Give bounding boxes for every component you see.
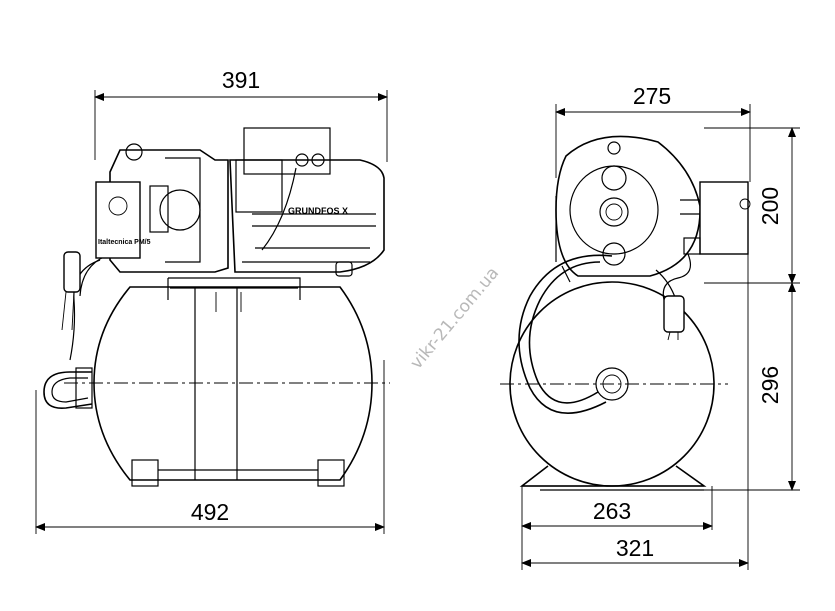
dimension-492: 492 xyxy=(35,360,385,534)
side-view: 275 200 296 263 321 xyxy=(500,83,800,570)
dimension-321: 321 xyxy=(521,184,749,570)
front-view: 391 492 xyxy=(35,67,390,534)
front-motor: GRUNDFOS X xyxy=(229,127,385,277)
dim-200-text: 200 xyxy=(757,187,783,225)
dim-492-text: 492 xyxy=(191,499,229,525)
dim-321-text: 321 xyxy=(616,535,654,561)
dimension-200: 200 xyxy=(704,127,800,284)
side-tank xyxy=(500,281,728,491)
front-pump-head: Italtecnica PM/5 xyxy=(95,143,229,273)
side-plug xyxy=(655,269,685,341)
side-pump-head xyxy=(555,135,701,283)
dim-391-text: 391 xyxy=(222,67,260,93)
dim-296-text: 296 xyxy=(757,366,783,404)
dimension-263: 263 xyxy=(521,486,713,530)
side-switch-box xyxy=(662,181,751,301)
dim-275-text: 275 xyxy=(633,83,671,109)
dimension-391: 391 xyxy=(94,67,388,162)
front-inlet-elbow xyxy=(43,367,93,409)
dim-263-text: 263 xyxy=(593,498,631,524)
brand-label: GRUNDFOS X xyxy=(288,206,348,216)
switch-box-label: Italtecnica PM/5 xyxy=(98,239,151,246)
watermark: vikr-21.com.ua xyxy=(407,263,504,373)
side-hose xyxy=(518,254,613,414)
dimension-275: 275 xyxy=(555,83,751,182)
front-tank xyxy=(64,277,390,487)
dimension-296: 296 xyxy=(702,282,800,491)
